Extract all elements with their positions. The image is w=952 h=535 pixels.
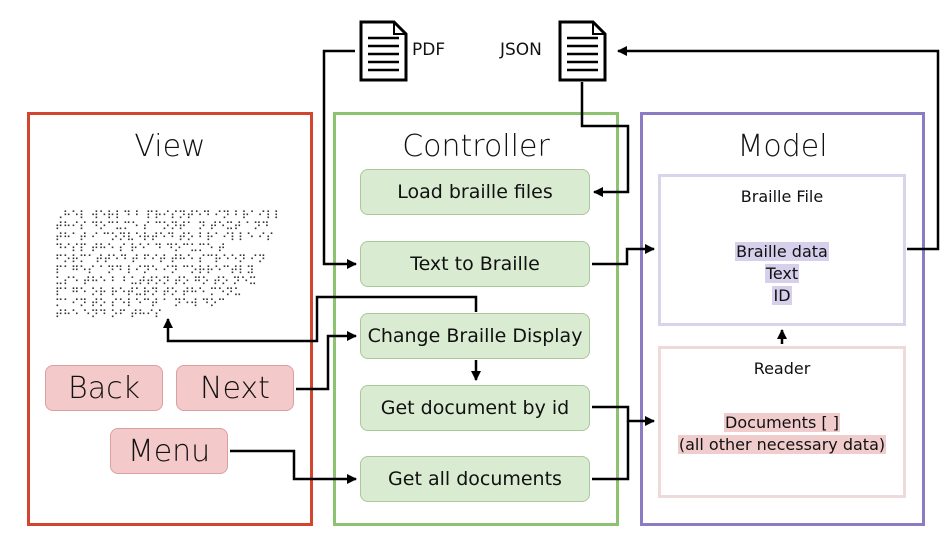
braille-line: ⠞⠓⠁⠞ ⠊ ⠉⠕⠝⠧⠑⠗⠞⠑⠙ ⠞⠕ ⠃⠗⠁⠊⠇⠇⠑ ⠊⠎ (55, 231, 274, 244)
documents-field: Documents [ ] (661, 412, 903, 434)
braillefile-to-json-arrow (617, 46, 940, 251)
model-title: Model (737, 129, 828, 164)
change-braille-display-button[interactable]: Change Braille Display (360, 313, 590, 359)
menu-button[interactable]: Menu (110, 428, 228, 474)
braille-data-label: Braille data (735, 242, 829, 261)
text-field: Text (661, 263, 903, 285)
braille-line: ⠍⠁⠊⠝ ⠞⠕ ⠎⠑⠇⠑⠉⠞ ⠁ ⠝⠑⠺ ⠙⠕⠉ (55, 297, 226, 310)
pdf-document-icon (359, 20, 408, 82)
braille-line: ⠙⠊⠎⠏ ⠞⠓⠑ ⠎ ⠗⠑⠁⠙ ⠙⠕⠉⠥⠍⠑ ⠞ (55, 242, 226, 255)
pdf-to-text-arrow (322, 49, 357, 269)
get-all-documents-button[interactable]: Get all documents (360, 456, 590, 502)
documents-label: Documents [ ] (724, 413, 840, 432)
text-to-braille-button[interactable]: Text to Braille (360, 241, 590, 287)
id-label: ID (772, 286, 792, 305)
braille-line: ⠥⠎⠑ ⠞⠓⠑ ⠃ ⠃⠥⠞⠞⠕⠝ ⠞⠕ ⠛⠕ ⠞⠕ ⠝⠑⠭ (55, 275, 257, 288)
get-document-by-id-button[interactable]: Get document by id (360, 385, 590, 431)
pdf-label: PDF (412, 40, 446, 60)
braille-line: ⠏⠁⠛⠑ ⠕⠗ ⠗⠑⠞⠥⠗⠝ ⠞⠕ ⠞⠓⠑ ⠍⠑⠝⠥ (55, 286, 242, 299)
view-title: View (134, 129, 206, 164)
id-field: ID (661, 285, 903, 307)
back-button[interactable]: Back (45, 365, 163, 411)
next-to-change-arrow (296, 331, 357, 391)
braille-line: ⠞⠓⠊⠎ ⠙⠕⠉⠥⠍⠑ ⠎ ⠉⠕⠝⠞⠁ ⠝ ⠞⠑⠭⠞ ⠁⠝⠙ (55, 220, 270, 233)
text-label: Text (764, 264, 800, 283)
text-to-braillefile-arrow (592, 244, 655, 266)
json-document-icon (558, 20, 607, 82)
braille-file-title: Braille File (740, 187, 824, 206)
braille-file-box: Braille File Braille data Text ID (658, 174, 906, 326)
menu-to-getall-arrow (230, 449, 357, 484)
braille-line: ⠏⠁⠛⠑⠎ ⠁⠝⠙ ⠇⠊⠝⠑ ⠊⠝ ⠉⠕⠗⠗⠑⠉⠞⠇⠽ (55, 264, 255, 277)
other-data-label: (all other necessary data) (677, 435, 887, 454)
next-button[interactable]: Next (176, 365, 294, 411)
braille-line: ⠞⠓⠑ ⠑⠝⠙ ⠕⠋ ⠞⠓⠊⠎ (55, 308, 163, 321)
other-data-field: (all other necessary data) (661, 434, 903, 456)
controller-title: Controller (402, 129, 550, 164)
reader-title: Reader (753, 359, 811, 378)
json-label: JSON (500, 40, 542, 60)
getdoc-to-reader-arrow (592, 405, 655, 426)
braille-line: ⠋⠕⠗⠍⠁⠞⠞⠑⠙ ⠞ ⠋⠊⠞ ⠞⠓⠑ ⠎⠉⠗⠑⠑⠝ ⠊⠝ (55, 253, 266, 266)
json-to-load-arrow (580, 82, 630, 197)
reader-box: Reader Documents [ ] (all other necessar… (658, 346, 906, 498)
getall-to-reader-arrow (592, 421, 630, 481)
load-braille-files-button[interactable]: Load braille files (360, 169, 590, 215)
change-to-view-arrow (163, 295, 478, 343)
braille-data-field: Braille data (661, 241, 903, 263)
braille-line: ⠠⠓⠑⠇ ⠺⠑⠗⠇⠙ ⠃ ⠏⠗⠊⠎⠝⠞⠑⠙ ⠊⠝ ⠃⠗⠁⠊⠇⠇ (55, 209, 282, 222)
